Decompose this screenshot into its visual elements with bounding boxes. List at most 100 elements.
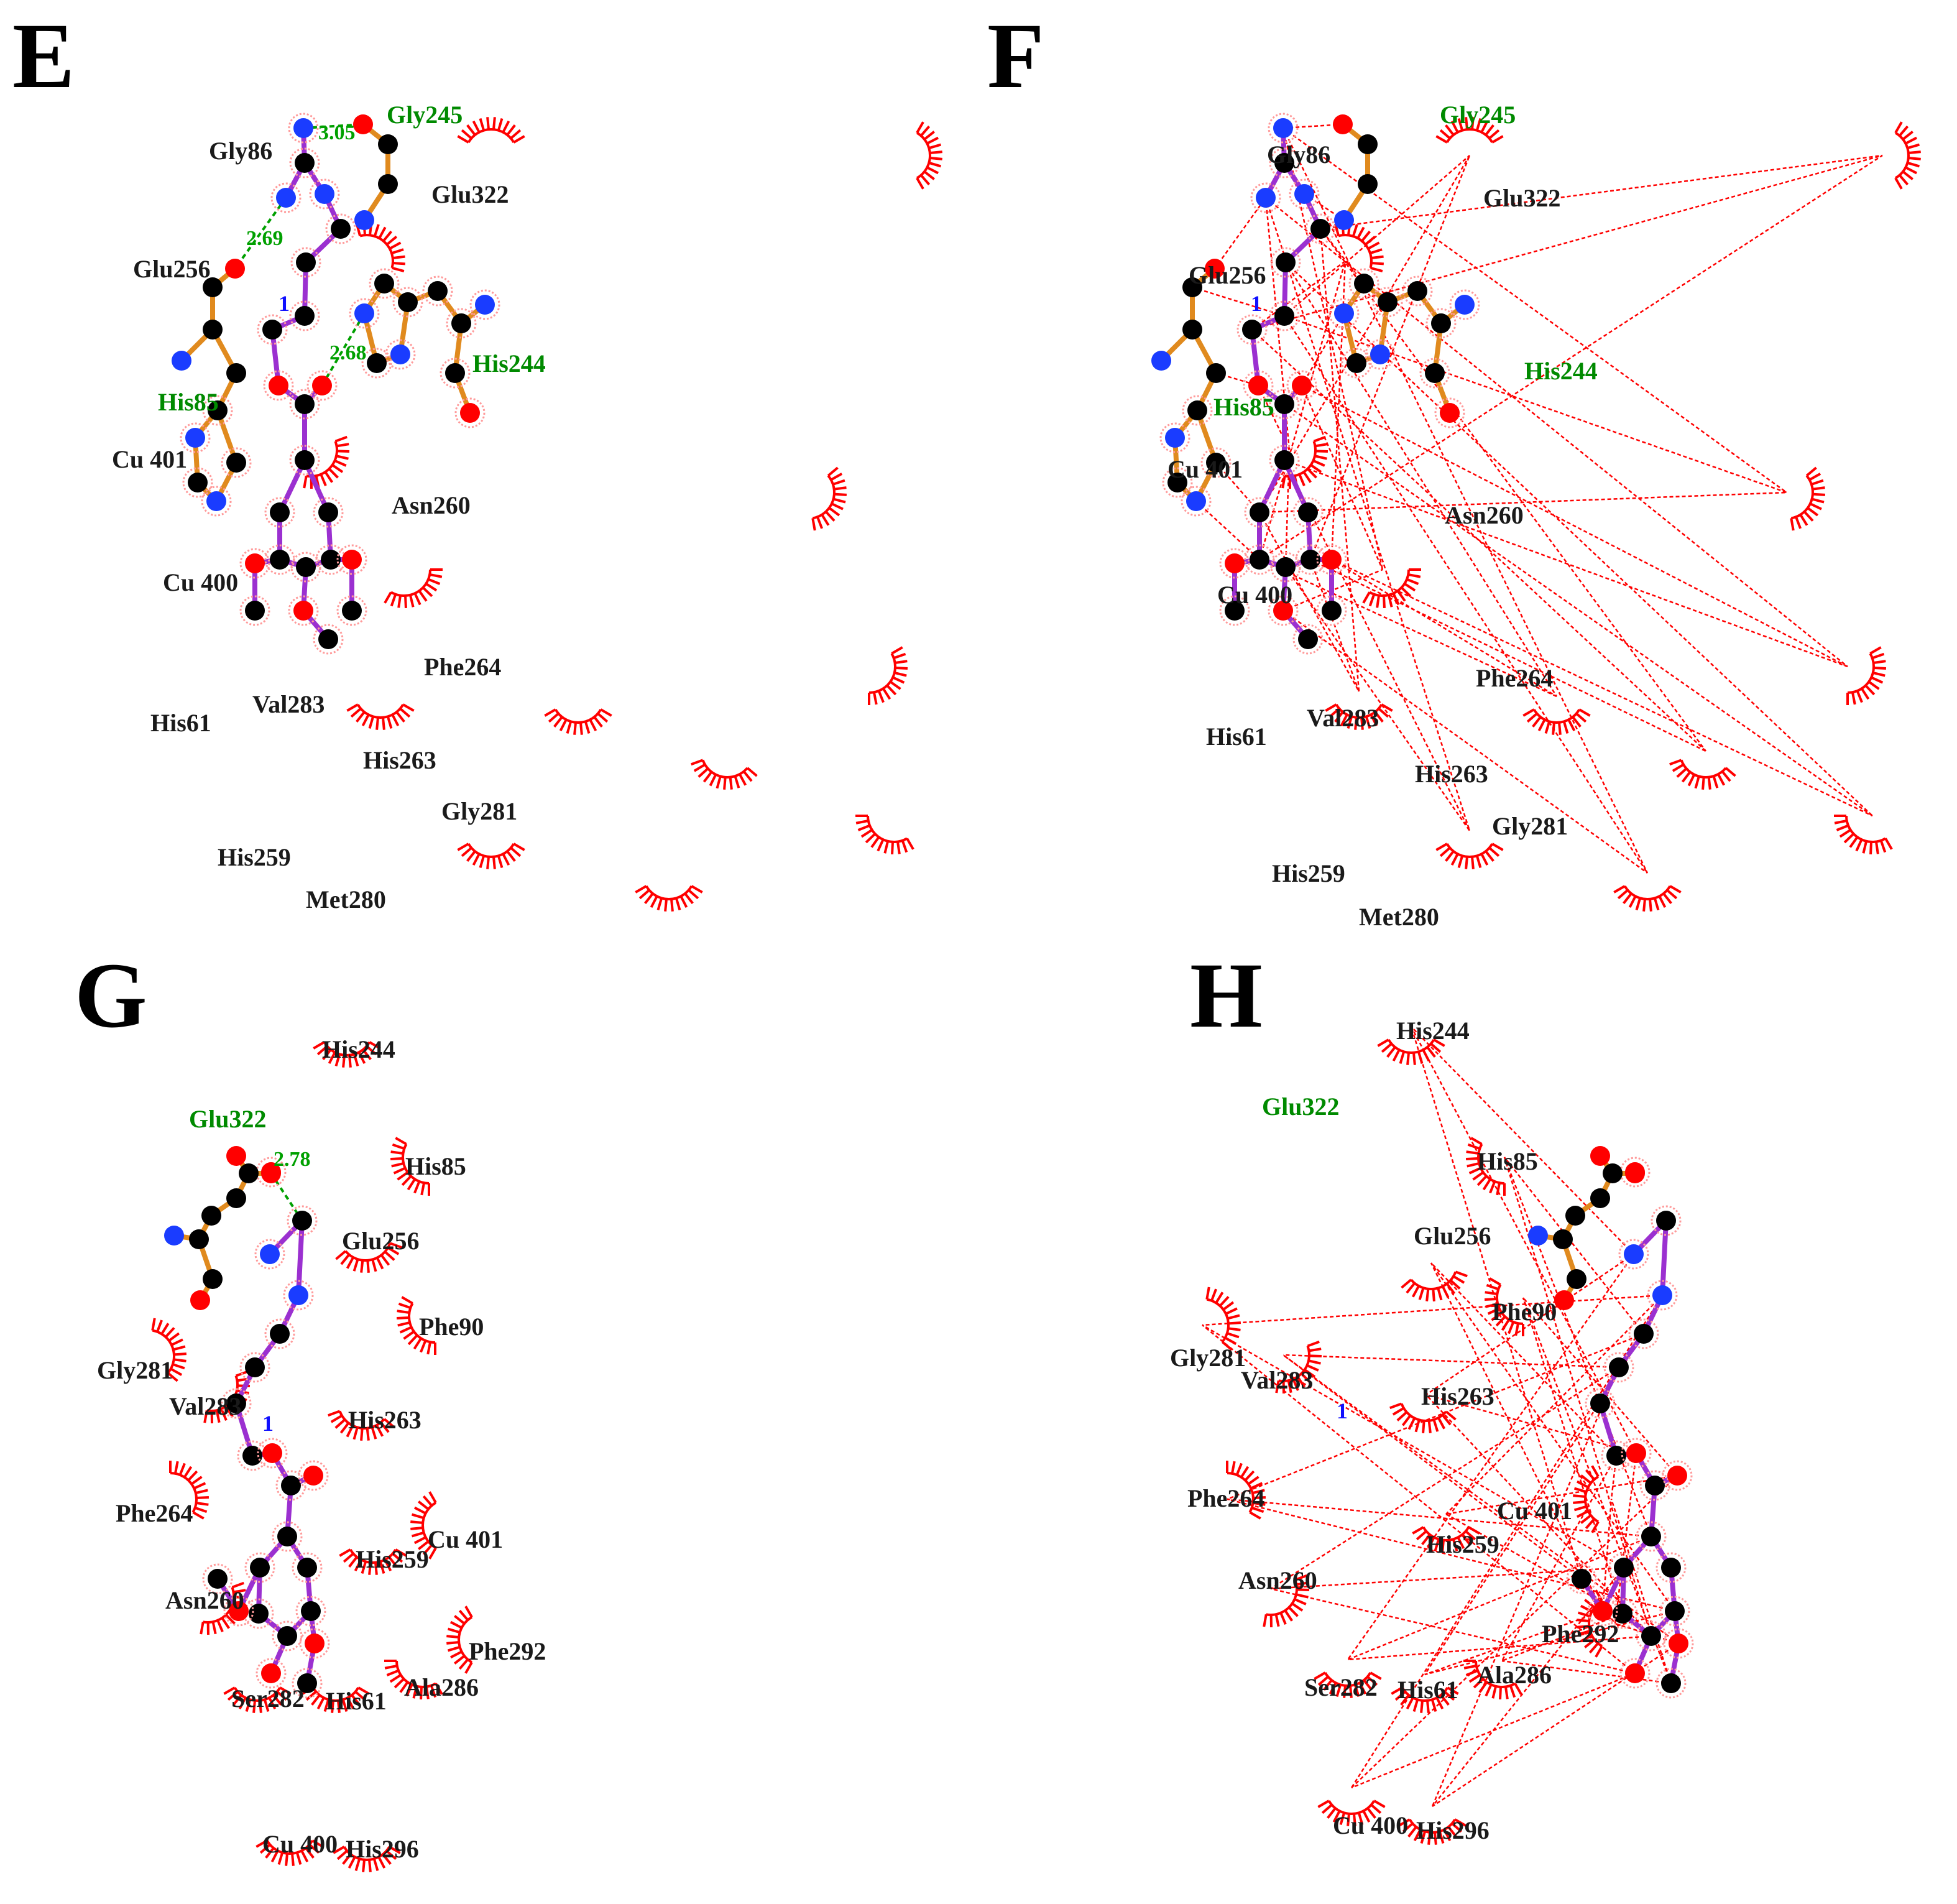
- arc-spoke: [1902, 131, 1913, 141]
- arc-spoke: [901, 840, 908, 853]
- contact-layer: [1192, 123, 1883, 874]
- arc-spoke: [196, 1501, 209, 1506]
- arc-spoke: [1427, 1537, 1435, 1550]
- arc-spoke: [183, 1466, 193, 1478]
- panel-f: F 1 Gly245 His244 His85 Gly86 Glu256 Cu …: [978, 0, 1957, 952]
- residue-label: Gly281: [97, 1356, 173, 1384]
- hydrophobic-arc: [1334, 223, 1384, 272]
- arc-spoke: [1457, 855, 1464, 869]
- arc-spoke: [1366, 1807, 1376, 1819]
- atom-halo: [1305, 213, 1336, 244]
- nitrogen-atom: [288, 1285, 308, 1305]
- arc-spoke: [1558, 722, 1562, 735]
- arc-spoke: [397, 1171, 408, 1181]
- arc-spoke: [1526, 712, 1538, 723]
- atom-halo: [1618, 1239, 1649, 1270]
- oxygen-atom: [190, 1290, 210, 1310]
- atom-halo: [392, 287, 423, 318]
- arc-spoke: [1851, 691, 1856, 705]
- atom-halo: [180, 422, 211, 453]
- arc-spoke: [1453, 1275, 1465, 1284]
- arc-spoke: [1371, 255, 1384, 259]
- carbon-atom: [451, 313, 471, 333]
- arc-spoke: [216, 1619, 224, 1632]
- contact-line: [1251, 260, 1346, 331]
- contact-line: [1309, 559, 1360, 692]
- contact-line: [1283, 460, 1471, 831]
- arc-spoke: [259, 1700, 262, 1713]
- arc-spoke: [1418, 1287, 1425, 1300]
- arc-spoke: [1501, 1319, 1510, 1331]
- arc-spoke: [334, 460, 347, 467]
- arc-spoke: [1287, 1380, 1292, 1393]
- contact-line: [1501, 1612, 1623, 1662]
- carbon-atom: [398, 292, 418, 312]
- arc-spoke: [413, 1506, 426, 1515]
- hydrophobic-arc: [1325, 703, 1393, 730]
- arc-spoke: [343, 1552, 354, 1563]
- arc-spoke: [486, 856, 490, 869]
- oxygen-atom: [1669, 1634, 1688, 1653]
- arc-spoke: [1475, 855, 1482, 869]
- arc-spoke: [895, 660, 908, 665]
- arc-spoke: [1367, 241, 1380, 250]
- carbon-atom: [208, 400, 228, 420]
- arc-spoke: [486, 117, 490, 130]
- hydrophobic-arc: [396, 1296, 436, 1355]
- atom-halo: [239, 548, 270, 579]
- arc-curve: [1206, 1298, 1230, 1343]
- arc-spoke: [348, 1856, 356, 1869]
- hbond-residue-label: Glu322: [1262, 1093, 1339, 1121]
- contact-line: [1282, 1354, 1582, 1579]
- arc-spoke: [1358, 1682, 1367, 1695]
- arc-spoke: [1205, 1287, 1210, 1300]
- arc-spoke: [1537, 719, 1546, 732]
- arc-spoke: [1332, 1810, 1341, 1823]
- carbon-atom: [203, 277, 223, 297]
- carbon-atom: [277, 1527, 297, 1546]
- arc-spoke: [323, 1699, 330, 1712]
- contact-line: [1411, 1026, 1634, 1255]
- arc-spoke: [1430, 1699, 1437, 1712]
- arc-spoke: [1307, 1340, 1320, 1347]
- contact-line: [1522, 1297, 1678, 1476]
- arc-spoke: [1250, 1482, 1263, 1490]
- atom-halo: [1636, 1521, 1667, 1552]
- arc-spoke: [412, 1686, 418, 1699]
- arc-spoke: [1496, 1182, 1501, 1196]
- carbon-atom: [297, 1558, 317, 1578]
- arc-spoke: [1467, 1143, 1480, 1150]
- atom-halo: [454, 397, 486, 428]
- hydrophobic-arc: [1465, 1137, 1506, 1196]
- arc-spoke: [1811, 479, 1824, 486]
- arc-spoke: [1717, 774, 1726, 786]
- arc-spoke: [1420, 1700, 1424, 1713]
- arc-spoke: [1457, 1537, 1465, 1550]
- arc-spoke: [502, 120, 510, 133]
- arc-spoke: [1430, 1042, 1442, 1053]
- arc-spoke: [259, 1843, 271, 1854]
- arc-spoke: [391, 248, 404, 255]
- atom-halo: [201, 486, 232, 517]
- nitrogen-atom: [1624, 1244, 1644, 1264]
- arc-spoke: [638, 889, 650, 900]
- hbond-distance: 3.05: [318, 121, 356, 144]
- hydrophobic-arc: [169, 1461, 210, 1520]
- arc-spoke: [1635, 897, 1642, 911]
- atom-halo: [244, 1552, 275, 1583]
- arc-spoke: [354, 1559, 362, 1572]
- arc-spoke: [382, 717, 385, 730]
- atom-halo: [1434, 397, 1465, 428]
- arc-spoke: [1304, 1369, 1316, 1378]
- arc-spoke: [1856, 690, 1863, 703]
- arc-spoke: [825, 511, 836, 522]
- carbon-atom: [1182, 320, 1202, 340]
- atom-halo: [1662, 1460, 1693, 1491]
- carbon-atom: [1656, 1211, 1676, 1231]
- arc-spoke: [428, 578, 441, 585]
- arc-spoke: [464, 1606, 473, 1618]
- arc-spoke: [1314, 1671, 1326, 1680]
- arc-spoke: [397, 1321, 410, 1327]
- atom-halo: [263, 370, 294, 401]
- atom-halo: [1365, 339, 1396, 370]
